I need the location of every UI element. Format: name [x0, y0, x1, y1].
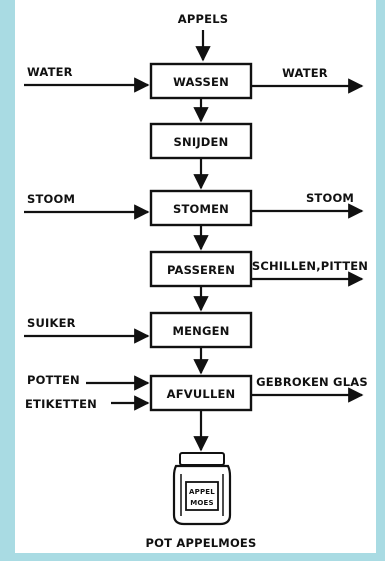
- step-label-stomen: STOMEN: [173, 202, 229, 216]
- step-box-stomen: [149, 189, 253, 227]
- input-water-label: WATER: [27, 65, 73, 79]
- jar-label-line-1: APPEL: [189, 488, 215, 496]
- step-box-afvullen: [149, 374, 253, 412]
- input-apples-label: APPELS: [178, 12, 228, 26]
- input-etiketten-label: ETIKETTEN: [25, 397, 97, 411]
- step-box-wassen: [149, 62, 253, 100]
- input-stoom-label: STOOM: [27, 192, 75, 206]
- step-label-snijden: SNIJDEN: [174, 135, 229, 149]
- step-box-mengen: [149, 311, 253, 349]
- jar-label-line-2: MOES: [190, 499, 214, 507]
- output-water-label: WATER: [282, 66, 328, 80]
- input-potten-label: POTTEN: [27, 373, 80, 387]
- step-label-passeren: PASSEREN: [167, 263, 235, 277]
- final-product-label: POT APPELMOES: [146, 536, 257, 550]
- jar-icon: APPEL MOES: [172, 452, 232, 526]
- output-schillen-label: SCHILLEN,PITTEN: [252, 259, 368, 273]
- output-stoom-label: STOOM: [306, 191, 354, 205]
- input-suiker-label: SUIKER: [27, 316, 76, 330]
- output-glas-label: GEBROKEN GLAS: [256, 375, 368, 389]
- step-label-mengen: MENGEN: [172, 324, 229, 338]
- step-label-wassen: WASSEN: [173, 75, 229, 89]
- step-label-afvullen: AFVULLEN: [167, 387, 236, 401]
